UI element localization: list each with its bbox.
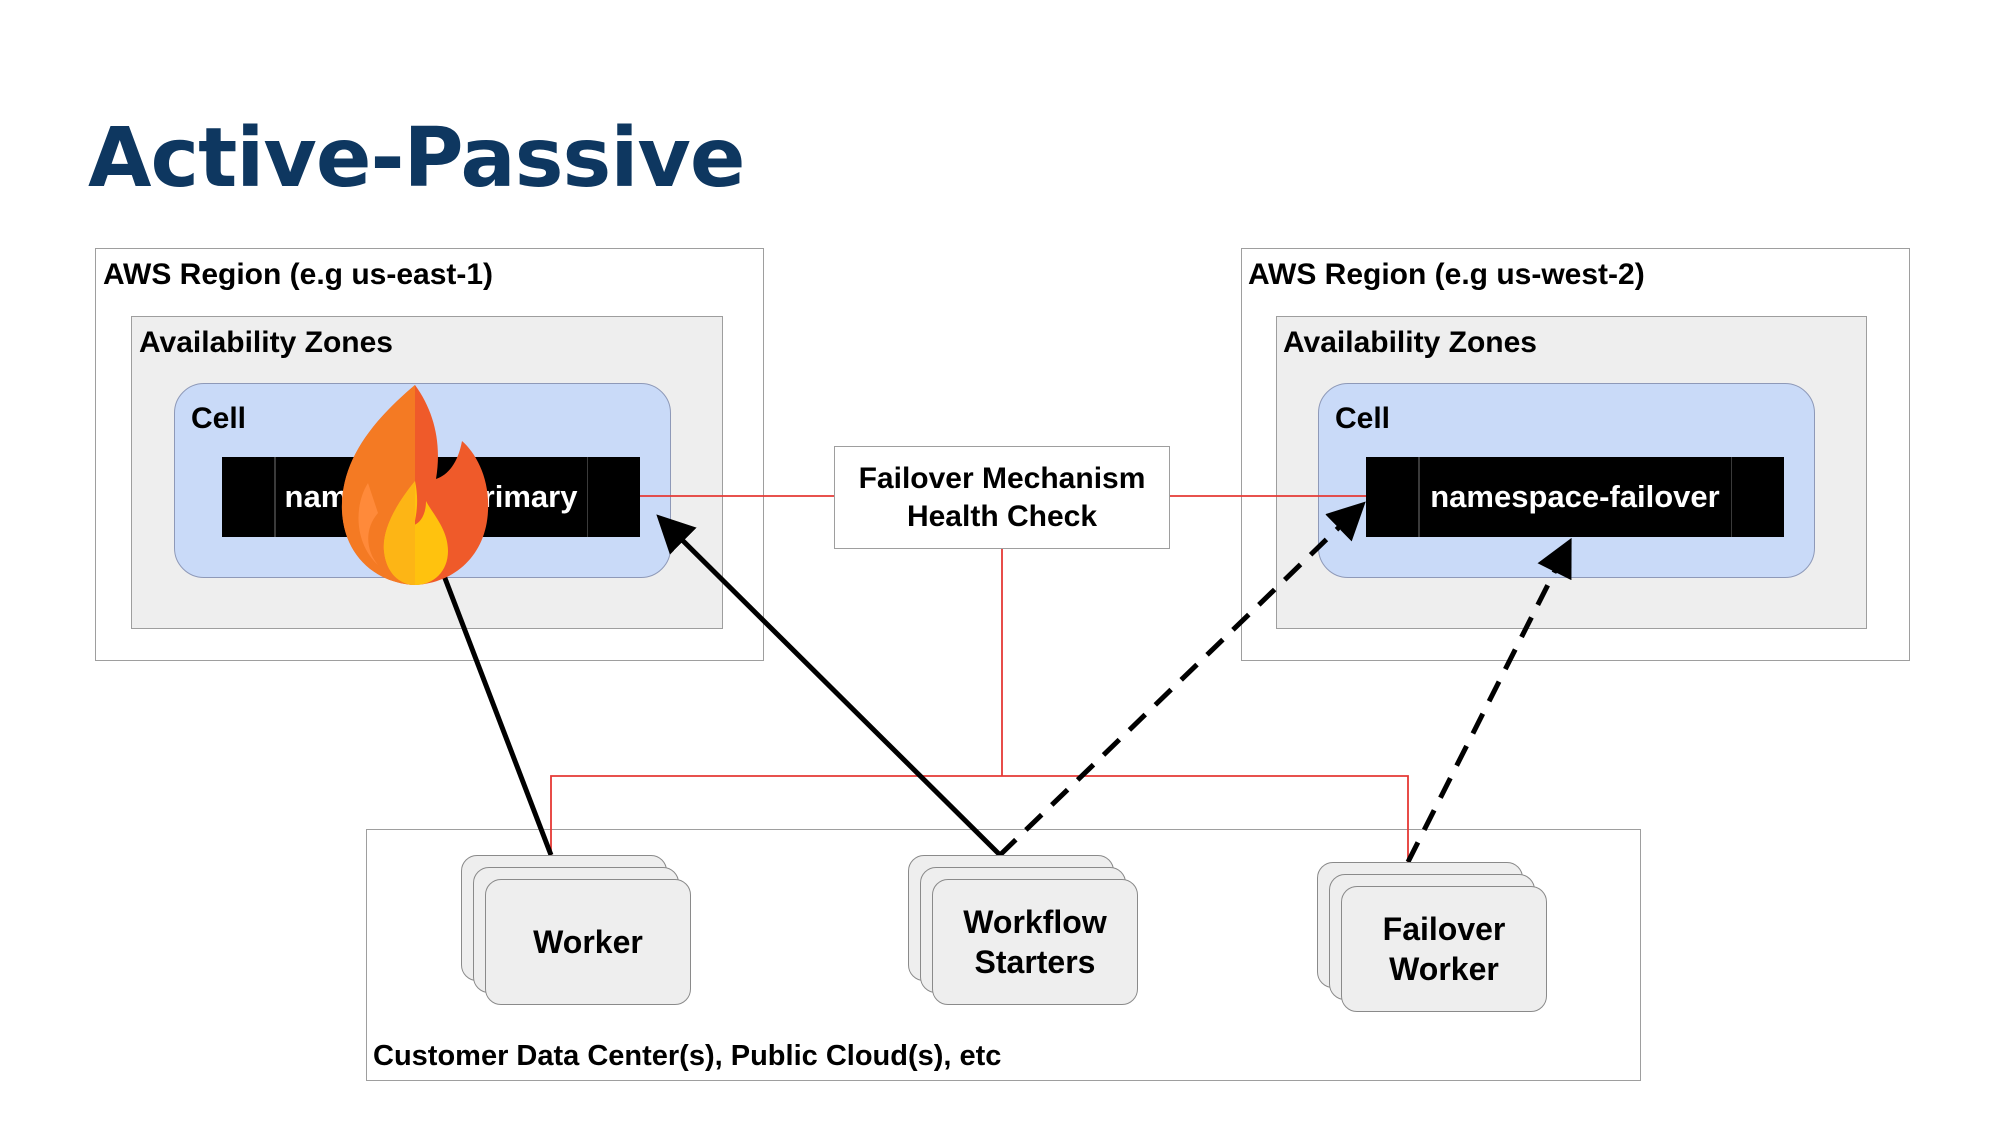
health-line-bus — [550, 775, 1409, 862]
namespace-primary-left-divider — [274, 457, 276, 537]
failover-worker-to-failover-arrow — [1405, 537, 1572, 864]
right-az-label: Availability Zones — [1283, 326, 1537, 359]
failover-worker-label-line2: Worker — [1389, 951, 1499, 987]
right-cell-label: Cell — [1335, 402, 1391, 435]
failover-mechanism-box: Failover Mechanism Health Check — [834, 446, 1170, 549]
health-check-lines — [550, 495, 1409, 862]
failover-worker-label-line1: Failover — [1382, 911, 1506, 947]
starters-to-failover-arrow — [998, 501, 1366, 857]
namespace-failover-left-divider — [1418, 457, 1420, 537]
starters-label-line1: Workflow — [963, 904, 1107, 940]
namespace-failover[interactable]: namespace-failover — [1366, 457, 1784, 537]
namespace-primary-right-divider — [586, 457, 588, 537]
slide-title: Active-Passive — [88, 111, 745, 206]
worker-stack[interactable]: Worker — [461, 855, 691, 1005]
customer-area-label: Customer Data Center(s), Public Cloud(s)… — [373, 1040, 1002, 1072]
worker-card-front: Worker — [485, 879, 691, 1005]
left-cell-label: Cell — [191, 402, 247, 435]
starters-to-primary-arrow — [656, 514, 1002, 857]
starters-label-line2: Starters — [974, 944, 1096, 980]
failover-worker-stack[interactable]: Failover Worker — [1317, 862, 1547, 1012]
left-region-label: AWS Region (e.g us-east-1) — [103, 258, 494, 291]
namespace-failover-right-divider — [1730, 457, 1732, 537]
starters-card-front: Workflow Starters — [932, 879, 1138, 1005]
failover-mechanism-line2: Health Check — [906, 499, 1098, 533]
workflow-starters-stack[interactable]: Workflow Starters — [908, 855, 1138, 1005]
right-region-label: AWS Region (e.g us-west-2) — [1248, 258, 1645, 291]
fire-icon — [341, 385, 489, 585]
worker-label: Worker — [533, 924, 643, 960]
namespace-failover-label: namespace-failover — [1430, 479, 1720, 514]
left-az-label: Availability Zones — [139, 326, 393, 359]
failover-mechanism-line1: Failover Mechanism — [858, 461, 1146, 495]
failover-worker-card-front: Failover Worker — [1341, 886, 1547, 1012]
worker-to-primary-arrow — [435, 559, 554, 856]
